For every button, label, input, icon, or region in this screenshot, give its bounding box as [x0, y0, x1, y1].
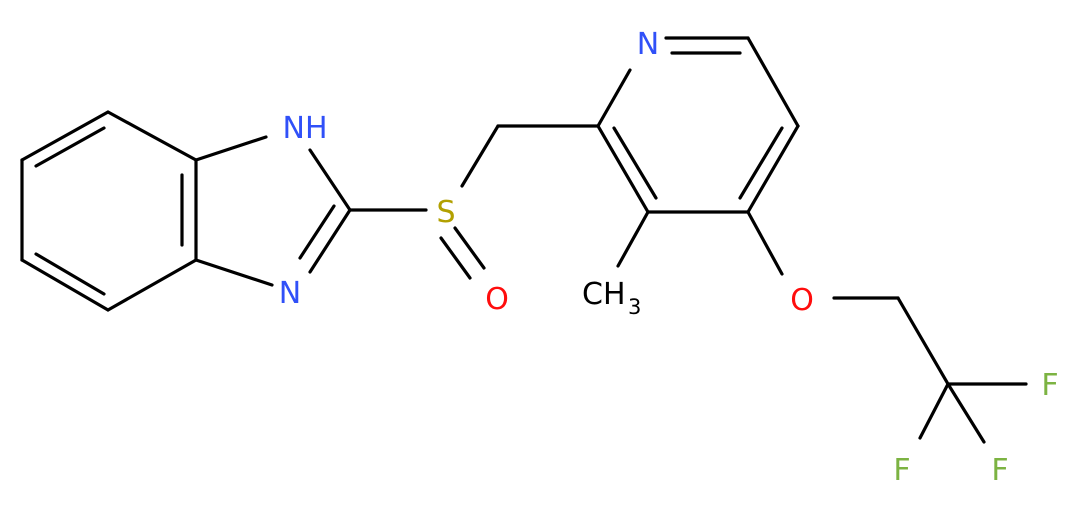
bonds — [20, 36, 1028, 444]
bond — [946, 382, 986, 444]
bond — [896, 296, 950, 386]
atom-ch3: CH — [582, 277, 626, 312]
bond — [308, 148, 352, 212]
atom-fluorine-1: F — [1041, 368, 1058, 403]
atom-n-pyridine: N — [637, 27, 659, 62]
bond — [106, 110, 198, 162]
bond — [308, 208, 352, 274]
bond — [616, 210, 650, 268]
bond — [106, 258, 198, 312]
bond — [746, 124, 800, 214]
bond — [746, 210, 784, 276]
atom-ch3-subscript: 3 — [628, 295, 641, 319]
bond — [194, 258, 274, 287]
atom-oxygen-ether: O — [790, 283, 814, 318]
bond — [746, 36, 800, 128]
atom-n-imidazole: N — [279, 276, 301, 311]
atom-sulfur: S — [436, 195, 455, 230]
bond — [453, 226, 486, 270]
bond — [34, 126, 106, 168]
atom-oxygen-sulfinyl: O — [485, 282, 509, 317]
bond — [439, 236, 472, 280]
bond — [20, 258, 110, 312]
atom-labels: NH N S O N CH 3 O F F F — [279, 27, 1059, 488]
atom-fluorine-2: F — [893, 453, 910, 488]
bond — [20, 110, 110, 162]
bond — [612, 126, 658, 200]
bond — [298, 204, 336, 260]
bond — [738, 126, 784, 200]
bond — [918, 382, 950, 440]
bond — [460, 124, 500, 188]
bond — [194, 135, 268, 162]
methyl-group: CH 3 — [582, 277, 641, 319]
atom-nh: NH — [283, 111, 328, 146]
atom-fluorine-3: F — [991, 453, 1008, 488]
bond — [34, 252, 106, 296]
bond — [596, 124, 650, 214]
bond — [596, 68, 632, 128]
